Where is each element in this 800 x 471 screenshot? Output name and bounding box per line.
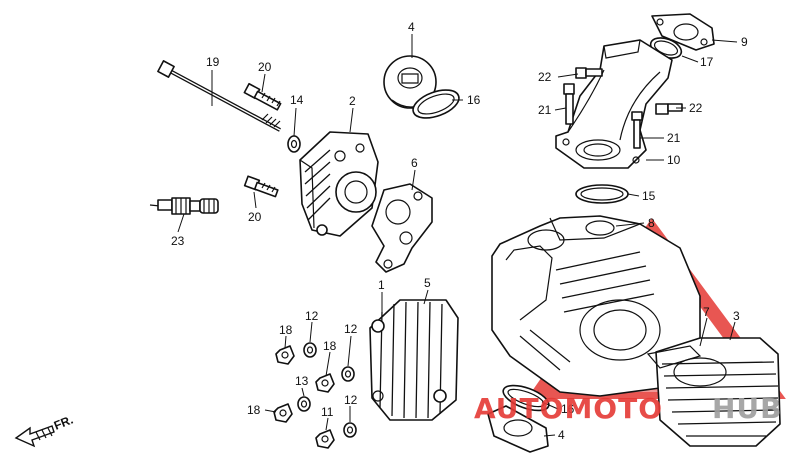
callout-8: 8	[648, 216, 655, 230]
washer-14	[287, 135, 301, 153]
callout-18-upper: 18	[279, 323, 293, 337]
callout-18-lower: 18	[247, 403, 261, 417]
callout-22-upper: 22	[538, 70, 552, 84]
callout-13: 13	[295, 374, 309, 388]
callout-7: 7	[703, 305, 710, 319]
callout-21-right: 21	[667, 131, 681, 145]
callout-12-middle: 12	[344, 322, 358, 336]
callout-4-top: 4	[408, 20, 415, 34]
stud-bolt-19	[157, 60, 281, 132]
direction-label: FR.	[52, 413, 75, 433]
side-cover-3	[655, 337, 781, 447]
callout-9: 9	[741, 35, 748, 49]
nut-18-middle	[315, 373, 335, 393]
callout-5: 5	[424, 276, 431, 290]
callout-15: 15	[642, 189, 656, 203]
callout-14: 14	[290, 93, 304, 107]
o-ring-16-bottom	[502, 384, 550, 412]
o-ring-16-top	[412, 89, 460, 119]
watermark-text-left: AUTOMOTO	[474, 392, 663, 425]
callout-numbers: 19 20 14 2 4 16 6 20 23 9 17 22 21 22 21…	[171, 20, 748, 442]
callout-10: 10	[667, 153, 681, 167]
bolt-20-lower	[243, 175, 279, 198]
bolt-22-right	[655, 103, 683, 115]
callout-1: 1	[378, 278, 385, 292]
callout-11: 11	[321, 405, 334, 419]
bolt-21-right	[631, 111, 643, 149]
washer-12-lower	[343, 422, 357, 438]
insulator-gasket-9	[651, 13, 715, 51]
callout-22-right: 22	[689, 101, 703, 115]
callout-16-top: 16	[467, 93, 481, 107]
o-ring-15	[575, 184, 629, 204]
callout-12-lower: 12	[344, 393, 358, 407]
nut-18-upper	[275, 345, 295, 365]
callout-17: 17	[700, 55, 714, 69]
cylinder-head-8	[491, 215, 701, 397]
callout-23: 23	[171, 234, 185, 248]
bolt-20-upper	[243, 82, 282, 111]
callout-3: 3	[733, 309, 740, 323]
bolt-21-left	[563, 83, 575, 125]
intake-pipe-10	[555, 39, 673, 169]
callout-20-lower: 20	[248, 210, 262, 224]
callout-2: 2	[349, 94, 356, 108]
bolt-22-upper	[575, 67, 603, 79]
nut-11	[315, 429, 335, 449]
head-cover-5	[369, 299, 459, 421]
callout-21-left: 21	[538, 103, 552, 117]
washer-12-middle	[341, 366, 355, 382]
callout-6: 6	[411, 156, 418, 170]
nut-18-lower	[273, 403, 293, 423]
callout-18-middle: 18	[323, 339, 337, 353]
watermark-text-right: HUB	[712, 392, 783, 425]
washer-12-upper	[303, 342, 317, 358]
callout-4-bottom: 4	[558, 428, 565, 442]
cap-4-top	[383, 55, 437, 109]
gasket-7	[646, 345, 702, 369]
gasket-6	[371, 183, 433, 273]
callout-12-upper: 12	[305, 309, 319, 323]
callout-16-bottom: 16	[561, 402, 575, 416]
spark-plug-23	[149, 197, 219, 215]
cap-4-bottom	[487, 405, 549, 453]
callout-20-upper: 20	[258, 60, 272, 74]
washer-13	[297, 396, 311, 412]
callout-19: 19	[206, 55, 220, 69]
watermark-text: AUTOMOTO HUB	[474, 392, 783, 425]
leader-lines	[177, 34, 738, 437]
front-direction-arrow-icon	[14, 425, 55, 448]
camshaft-holder-2	[299, 131, 379, 237]
